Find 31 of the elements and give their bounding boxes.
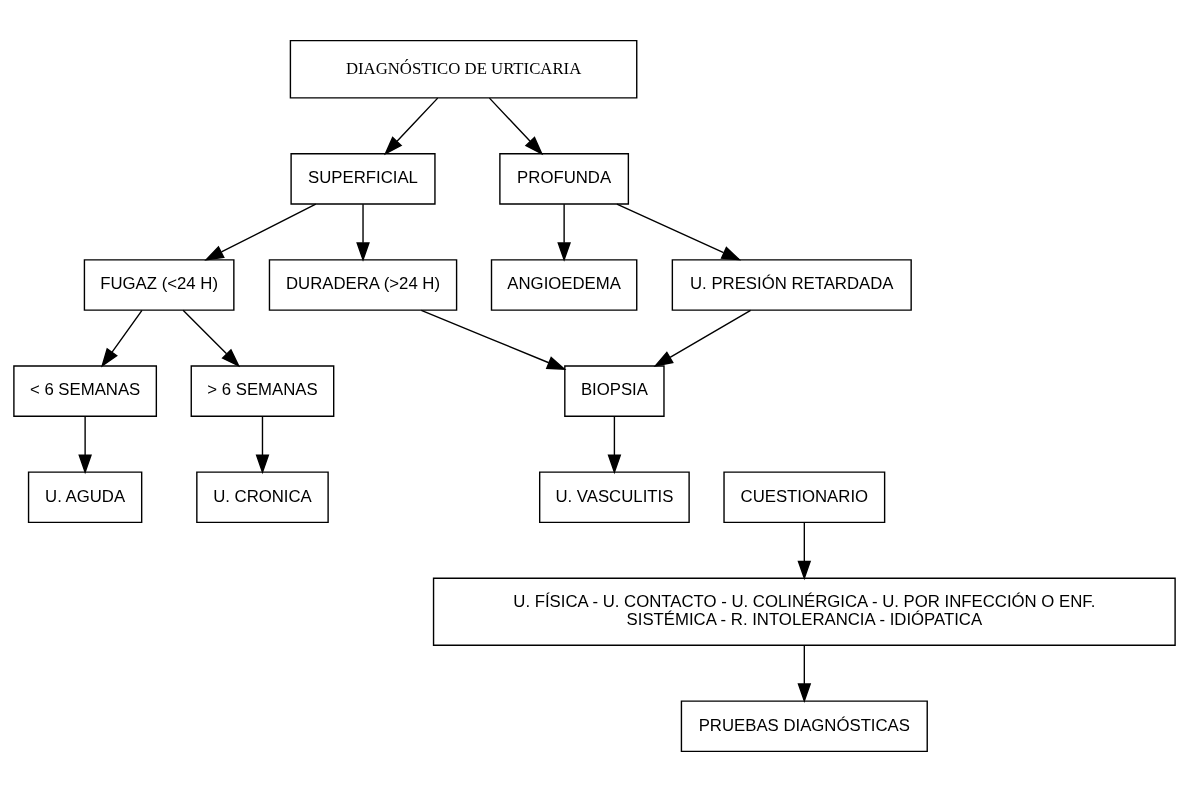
node-box: CUESTIONARIO [723, 471, 886, 524]
node-box: FUGAZ (<24 H) [83, 259, 235, 311]
arrow [255, 415, 270, 475]
arrow [557, 203, 571, 262]
arrow [100, 309, 143, 368]
arrow [204, 203, 317, 261]
node-box: BIOPSIA [564, 365, 665, 417]
arrow [797, 522, 812, 581]
node-box: U. PRESIÓN RETARDADA [671, 259, 912, 311]
arrow [653, 309, 752, 367]
node-box: DIAGNÓSTICO DE URTICARIA [289, 39, 638, 99]
node-box: ANGIOEDEMA [490, 259, 638, 311]
node-box: U. AGUDA [27, 471, 143, 524]
arrow [182, 309, 241, 368]
arrow [488, 97, 544, 156]
arrow [607, 415, 622, 475]
arrow [78, 415, 92, 475]
arrow [420, 309, 567, 370]
node-box: PROFUNDA [499, 153, 630, 205]
node-box: < 6 SEMANAS [13, 365, 158, 417]
node-box: U. FÍSICA - U. CONTACTO - U. COLINÉRGICA - U. POR INFECCIÓN O ENF. SISTÉMICA - R. INTOLERANCIA - IDIÓPATICA [432, 577, 1176, 646]
arrow [383, 97, 439, 156]
node-box: U. CRONICA [196, 471, 329, 524]
node-box: > 6 SEMANAS [190, 365, 335, 417]
node-box: U. VASCULITIS [539, 471, 690, 524]
arrow [797, 644, 812, 703]
node-box: SUPERFICIAL [290, 153, 436, 205]
node-box: DURADERA (>24 H) [268, 259, 458, 311]
arrow [356, 203, 370, 262]
arrow [616, 203, 742, 261]
node-box: PRUEBAS DIAGNÓSTICAS [680, 700, 928, 753]
